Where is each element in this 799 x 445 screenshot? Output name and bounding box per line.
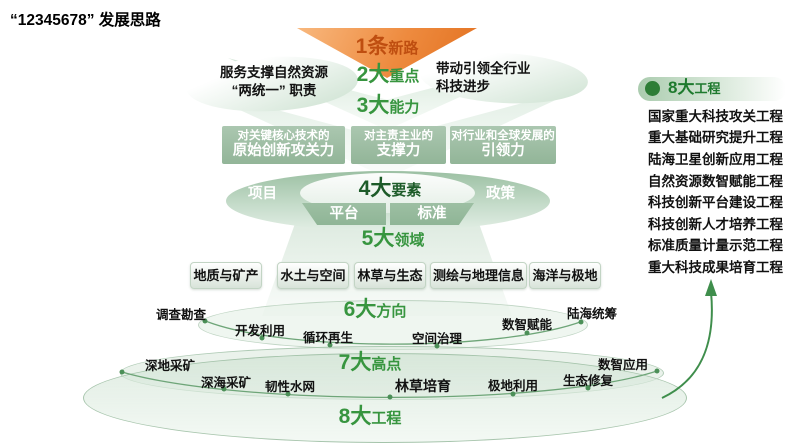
domain-box-forest-eco: 林草与生态 — [354, 262, 426, 289]
highlight-resilient-water-network: 韧性水网 — [264, 380, 316, 394]
projects-list: 国家重大科技攻关工程 重大基础研究提升工程 陆海卫星创新应用工程 自然资源数智赋… — [648, 104, 793, 277]
level3-title: 3大能力 — [357, 95, 420, 116]
direction-survey: 调查勘查 — [155, 308, 207, 322]
level2-big: 2大 — [356, 63, 390, 86]
capability-2-line2: 支撑力 — [376, 143, 421, 160]
page-title: “12345678” 发展思路 — [10, 12, 161, 29]
project-item: 国家重大科技攻关工程 — [648, 108, 783, 124]
element-policy-label: 政策 — [486, 186, 515, 202]
left-bubble-line1: 服务支撑自然资源 — [220, 65, 328, 80]
project-item: 重大科技成果培育工程 — [648, 259, 783, 275]
capability-1-line2: 原始创新攻关力 — [232, 143, 335, 160]
right-bubble-text: 带动引领全行业 科技进步 — [436, 60, 586, 95]
highlight-eco-restoration: 生态修复 — [562, 374, 614, 388]
element-project-label: 项目 — [248, 186, 277, 202]
level6-small: 方向 — [376, 303, 407, 320]
level5-title: 5大领域 — [362, 228, 425, 249]
highlight-polar-utilization: 极地利用 — [487, 379, 539, 393]
domain-box-water-land: 水土与空间 — [277, 262, 349, 289]
capability-3-line2: 引领力 — [481, 143, 525, 160]
domain-box-surveying: 测绘与地理信息 — [430, 262, 527, 289]
level6-title: 6大方向 — [344, 299, 407, 320]
capability-box-1: 对关键核心技术的 原始创新攻关力 — [222, 126, 345, 164]
direction-development: 开发利用 — [234, 324, 286, 338]
highlight-deep-sea-mining: 深海采矿 — [200, 376, 252, 390]
direction-recycling: 循环再生 — [302, 331, 354, 345]
level8-big: 8大 — [338, 405, 372, 428]
element-platform-label: 平台 — [329, 206, 359, 222]
left-bubble-text: 服务支撑自然资源 “两统一” 职责 — [196, 64, 352, 99]
right-bubble-line1: 带动引领全行业 — [436, 61, 531, 76]
level4-big: 4大 — [358, 177, 392, 200]
level1-big: 1条 — [355, 35, 389, 58]
level3-small: 能力 — [389, 99, 420, 116]
highlight-forest-cultivation: 林草培育 — [395, 378, 451, 394]
projects-arrow-head — [705, 279, 717, 296]
project-item: 科技创新人才培养工程 — [648, 216, 783, 232]
highlight-deep-earth-mining: 深地采矿 — [144, 359, 196, 373]
level5-big: 5大 — [361, 227, 395, 250]
level4-title: 4大要素 — [359, 178, 422, 199]
domain-box-ocean-polar: 海洋与极地 — [529, 262, 601, 289]
projects-panel-title: 8大工程 — [668, 79, 720, 97]
level5-small: 领域 — [394, 232, 425, 249]
capability-3-line1: 对行业和全球发展的 — [451, 130, 555, 142]
level7-title: 7大高点 — [339, 352, 402, 373]
project-item: 科技创新平台建设工程 — [648, 195, 783, 211]
projects-panel-header — [638, 77, 786, 101]
capability-box-3: 对行业和全球发展的 引领力 — [450, 126, 556, 164]
project-item: 自然资源数智赋能工程 — [648, 173, 783, 189]
project-item: 标准质量计量示范工程 — [648, 238, 783, 254]
projects-title-small: 工程 — [694, 81, 721, 96]
element-standard-trapezoid: 标准 — [390, 203, 474, 225]
project-item: 重大基础研究提升工程 — [648, 130, 783, 146]
capability-box-2: 对主责主业的 支撑力 — [351, 126, 446, 164]
right-bubble-line2: 科技进步 — [436, 78, 490, 94]
direction-digital-enablement: 数智赋能 — [501, 318, 553, 332]
project-item: 陆海卫星创新应用工程 — [648, 151, 783, 167]
level2-small: 重点 — [389, 68, 420, 85]
level4-small: 要素 — [391, 182, 422, 199]
level3-big: 3大 — [356, 94, 390, 117]
highlight-digital-application: 数智应用 — [597, 358, 649, 372]
left-bubble-line2: “两统一” 职责 — [231, 82, 317, 98]
level7-big: 7大 — [338, 351, 372, 374]
level2-title: 2大重点 — [357, 64, 420, 85]
direction-space-governance: 空间治理 — [411, 332, 463, 346]
element-platform-trapezoid: 平台 — [302, 203, 386, 225]
bullet-dot-icon — [645, 81, 660, 96]
level6-big: 6大 — [343, 298, 377, 321]
capability-2-line1: 对主责主业的 — [364, 130, 433, 142]
level1-small: 新路 — [388, 40, 419, 57]
level8-title: 8大工程 — [339, 406, 402, 427]
level7-small: 高点 — [371, 356, 402, 373]
element-standard-label: 标准 — [417, 206, 447, 222]
level8-small: 工程 — [371, 410, 402, 427]
projects-title-big: 8大 — [668, 78, 695, 97]
direction-land-sea: 陆海统筹 — [566, 307, 618, 321]
level1-title: 1条新路 — [356, 36, 419, 57]
domain-box-geology: 地质与矿产 — [190, 262, 262, 289]
capability-1-line1: 对关键核心技术的 — [237, 130, 330, 142]
